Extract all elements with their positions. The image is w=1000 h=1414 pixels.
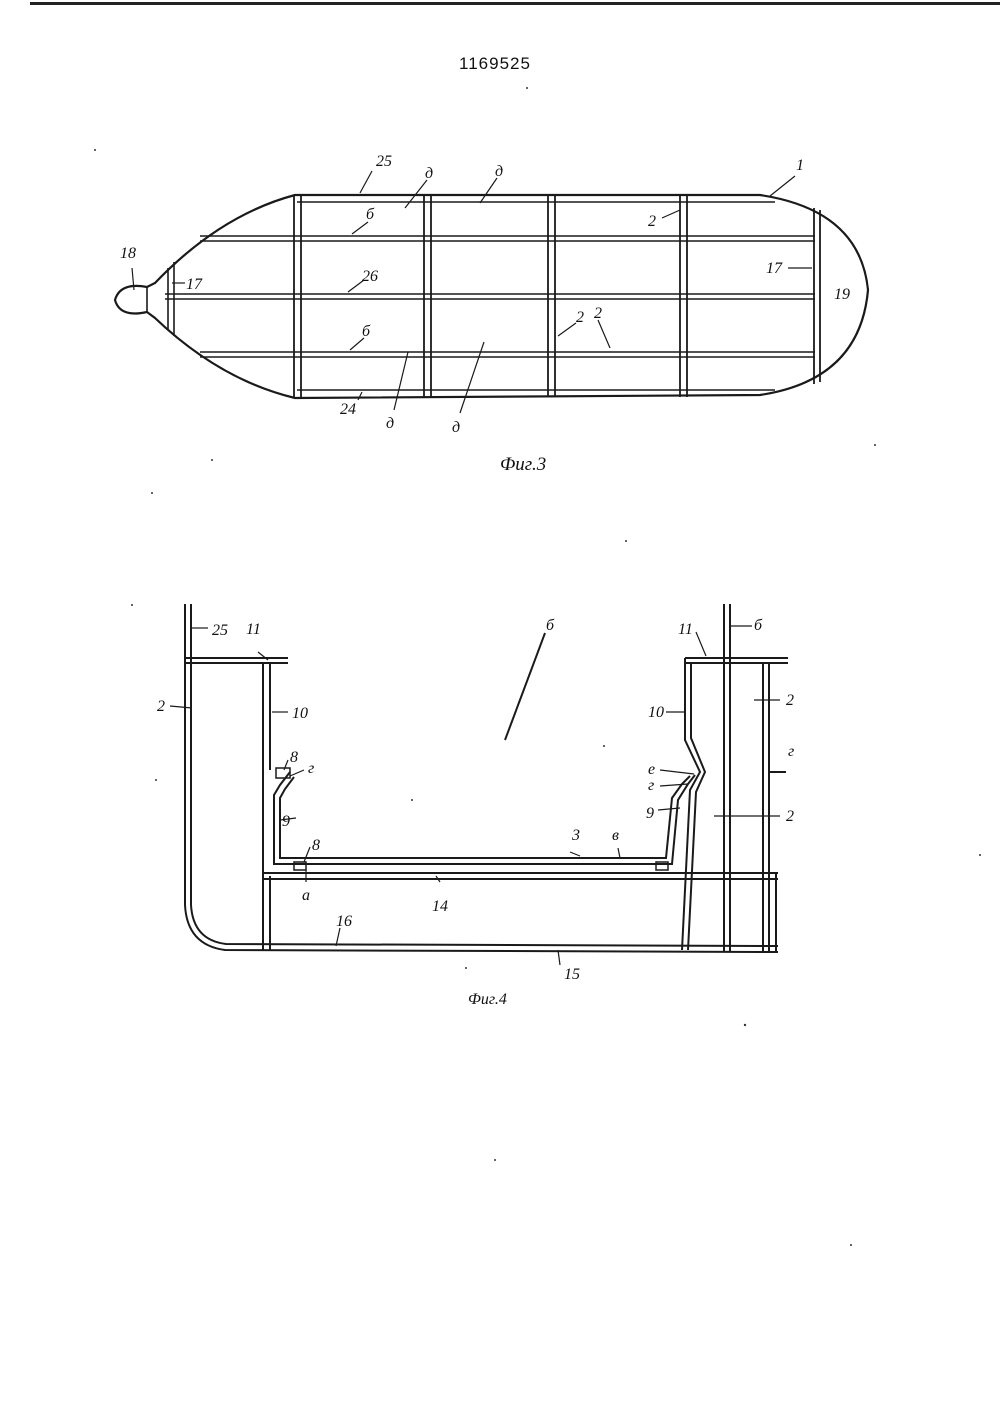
fig4-bracket-8-left-lower bbox=[293, 861, 307, 871]
fig4-label-b-arrow: б bbox=[546, 617, 555, 634]
fig3-label-b-upper: б bbox=[366, 206, 375, 223]
fig4-direction-line bbox=[504, 632, 546, 741]
fig4-label-e: е bbox=[648, 761, 655, 778]
fig4-label-8-left-upper: 8 bbox=[290, 749, 298, 766]
fig3-label-19: 19 bbox=[834, 286, 850, 303]
fig3-leader-lines bbox=[131, 170, 812, 414]
fig4-label-2-right-upper: 2 bbox=[786, 692, 794, 709]
fig4-label-10-right: 10 bbox=[648, 704, 664, 721]
fig4-label-2-left: 2 bbox=[157, 698, 165, 715]
fig4-label-g-right-stub: г bbox=[788, 743, 794, 760]
fig3-label-2-top: 2 bbox=[648, 213, 656, 230]
fig4-label-25: 25 bbox=[212, 622, 228, 639]
fig4-caption: Фиг.4 bbox=[468, 991, 507, 1008]
fig4-label-2-right-lower: 2 bbox=[786, 808, 794, 825]
fig4-label-3: 3 bbox=[571, 827, 580, 844]
fig3-label-d-2: д bbox=[495, 163, 503, 180]
fig3-label-17-bow: 17 bbox=[186, 276, 203, 293]
fig3-label-25: 25 bbox=[376, 153, 392, 170]
fig4-label-10-left: 10 bbox=[292, 705, 308, 722]
fig3-label-d-4: д bbox=[452, 419, 460, 436]
fig4-label-6-right: б bbox=[754, 617, 763, 634]
fig4-label-a: а bbox=[302, 887, 310, 904]
fig4-right-wall-10 bbox=[681, 658, 702, 951]
fig4-tub-3-inner bbox=[279, 775, 691, 859]
fig3-label-b-lower: б bbox=[362, 323, 371, 340]
fig3-label-26: 26 bbox=[362, 268, 378, 285]
fig4-left-shell-outer bbox=[184, 604, 779, 953]
fig3-caption: Фиг.3 bbox=[500, 454, 546, 475]
fig3-label-17-stern: 17 bbox=[766, 260, 783, 277]
fig3-drawing: 25 д д 1 2 б 26 б 18 17 17 19 2 2 24 д д… bbox=[113, 153, 870, 475]
fig3-label-d-3: д bbox=[386, 415, 394, 432]
fig4-label-g-right: г bbox=[648, 777, 654, 794]
fig4-label-8-left-lower: 8 bbox=[312, 837, 320, 854]
fig4-label-16: 16 bbox=[336, 913, 352, 930]
fig3-transverse-frames bbox=[167, 196, 821, 397]
fig4-bracket-8-left-upper bbox=[275, 767, 291, 779]
fig3-hull-outline bbox=[113, 193, 870, 400]
top-border-line bbox=[30, 2, 1000, 5]
fig3-label-2-right: 2 bbox=[594, 305, 602, 322]
fig3-label-2-mid: 2 bbox=[576, 309, 584, 326]
fig3-label-18: 18 bbox=[120, 245, 136, 262]
fig3-label-1: 1 bbox=[796, 157, 804, 174]
fig4-leader-lines bbox=[169, 625, 780, 966]
fig4-label-11-left: 11 bbox=[246, 621, 261, 638]
fig4-tub-3-outer bbox=[273, 771, 696, 865]
fig4-label-14: 14 bbox=[432, 898, 448, 915]
fig4-label-v: в bbox=[612, 827, 619, 844]
patent-number: 1169525 bbox=[459, 54, 531, 73]
fig3-label-24: 24 bbox=[340, 401, 356, 418]
fig4-label-15: 15 bbox=[564, 966, 580, 983]
fig4-label-11-right: 11 bbox=[678, 621, 693, 638]
scan-specks bbox=[94, 87, 981, 1246]
fig4-label-9-left: 9 bbox=[282, 813, 290, 830]
fig3-label-d-1: д bbox=[425, 165, 433, 182]
fig4-right-wall-10-inner bbox=[687, 663, 707, 951]
fig4-label-g-left: г bbox=[308, 760, 314, 777]
fig3-longitudinals bbox=[165, 201, 815, 391]
fig4-left-shell-inner bbox=[190, 604, 779, 947]
fig4-label-9-right: 9 bbox=[646, 805, 654, 822]
fig4-bracket-right-lower bbox=[655, 861, 669, 871]
fig4-drawing: 25 11 2 10 8 г 9 8 а 14 16 15 3 в б б 11… bbox=[157, 604, 794, 1008]
